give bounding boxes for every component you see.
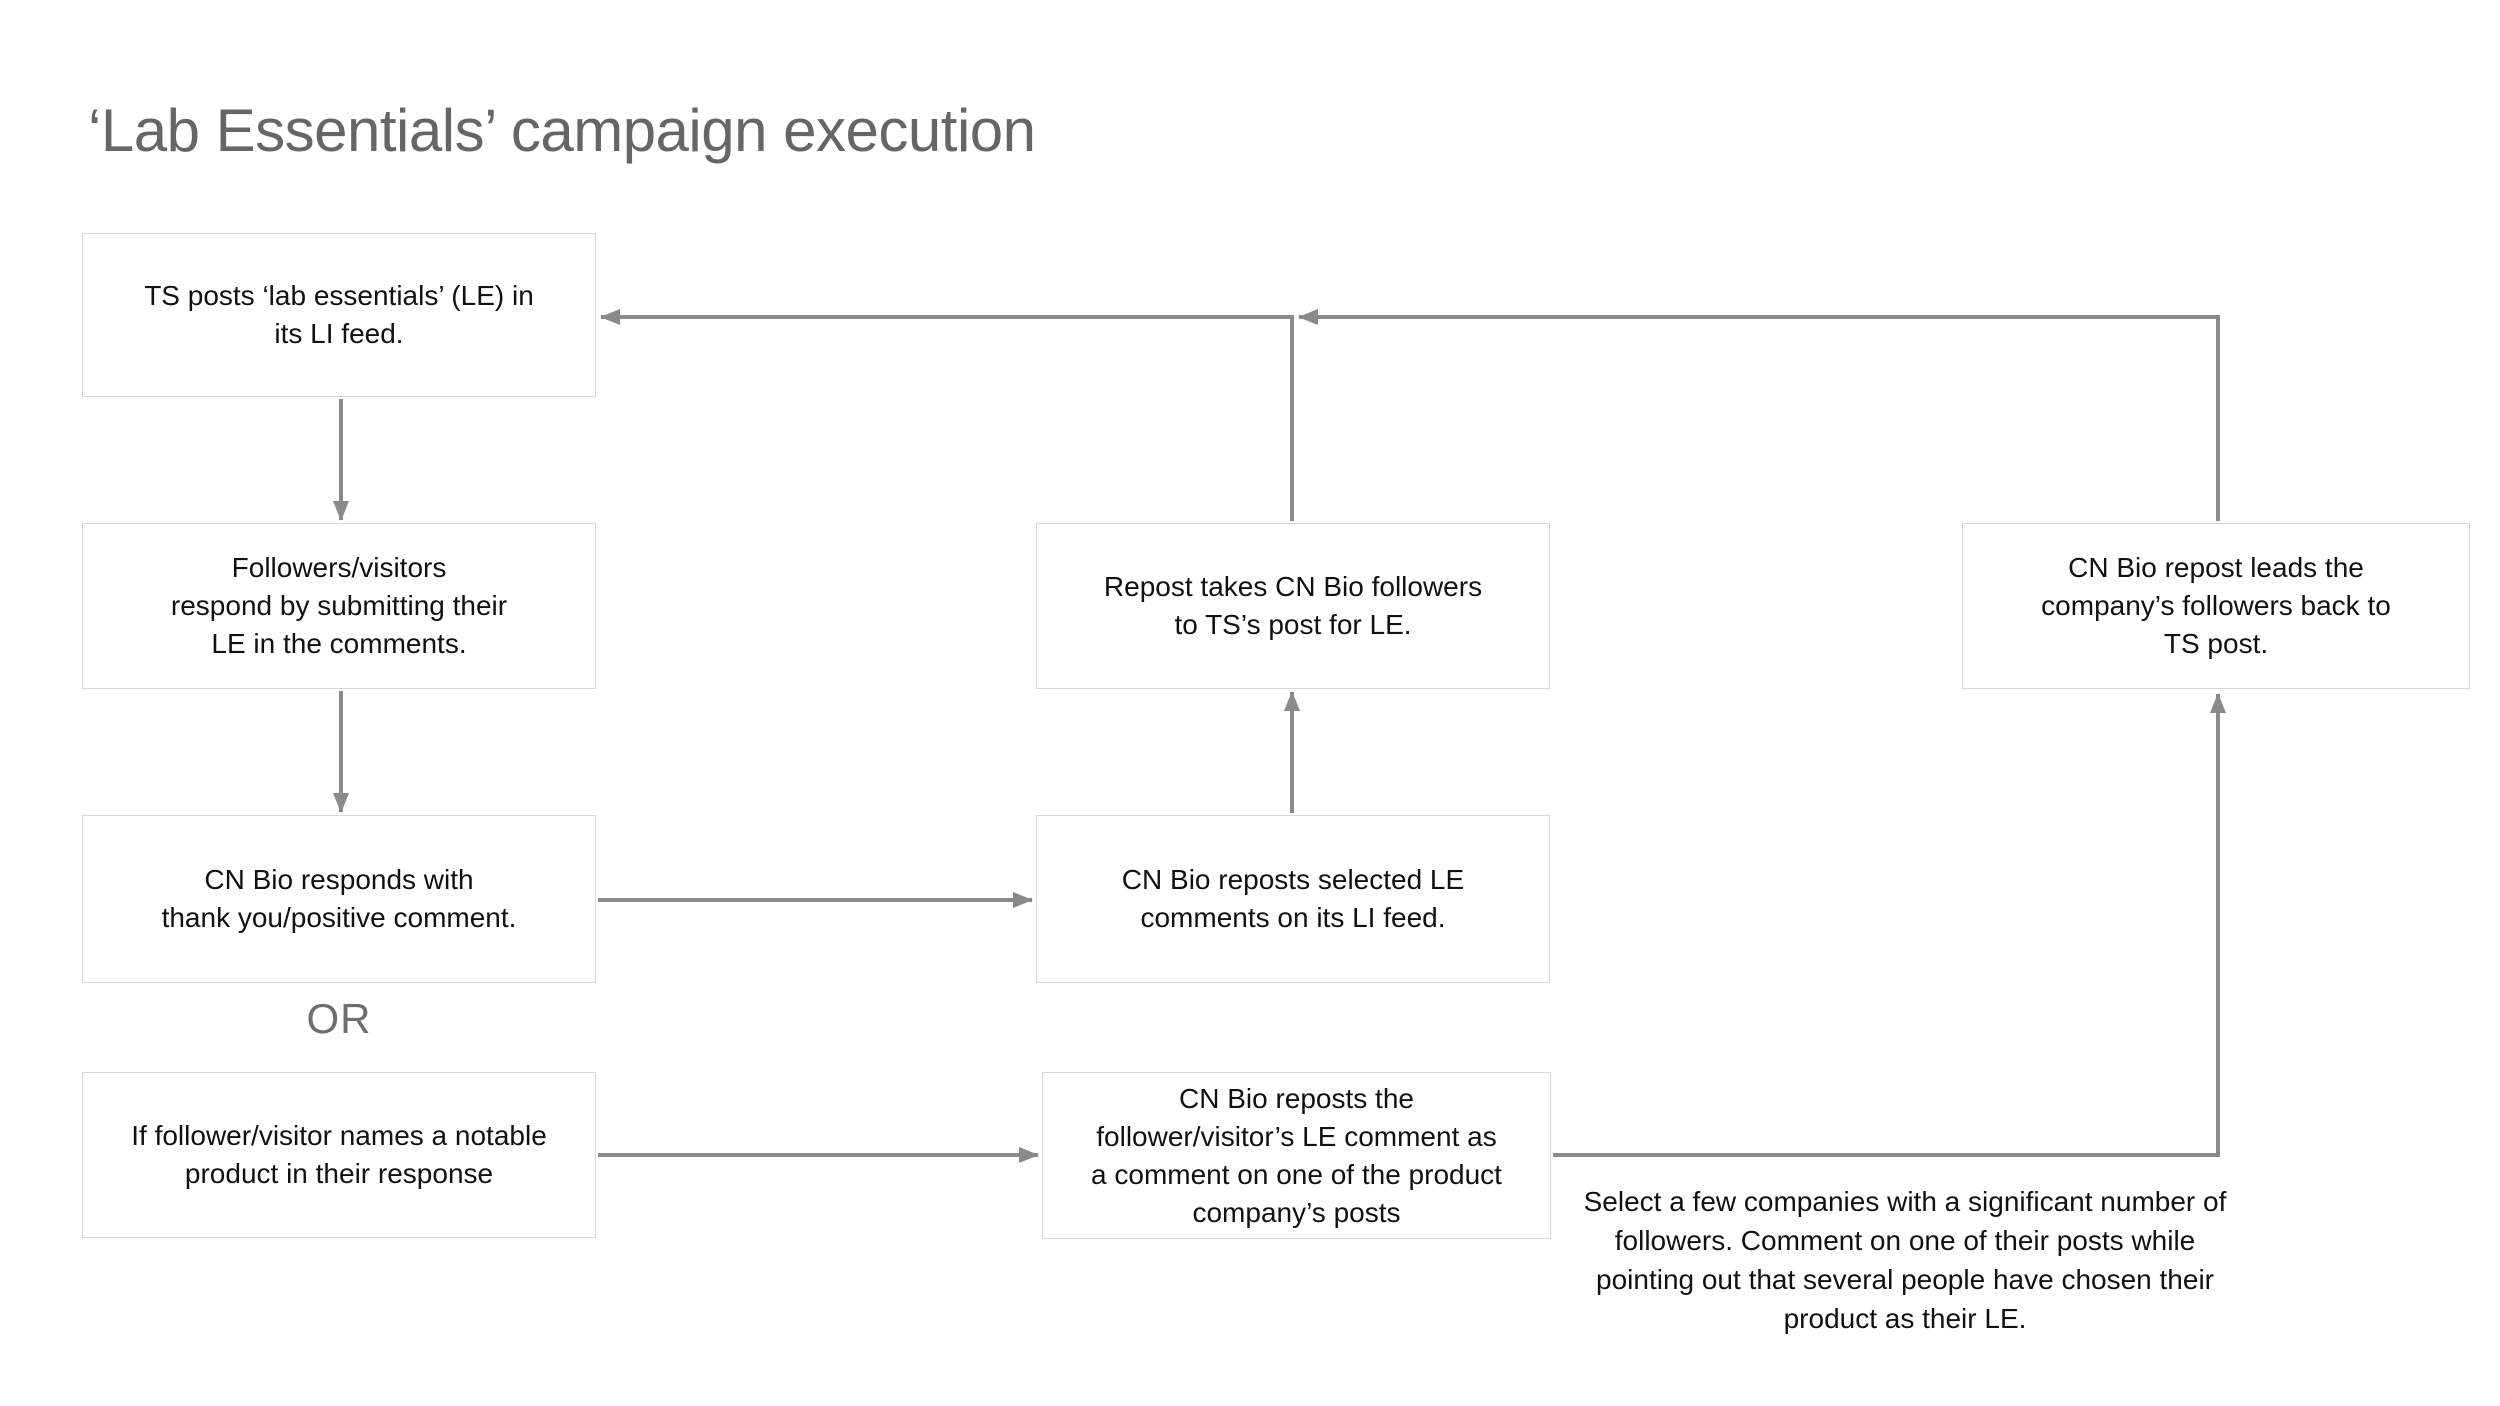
or-label: OR: [306, 995, 372, 1042]
flow-box-names-notable-product: If follower/visitor names a notable prod…: [82, 1072, 596, 1238]
flow-box-cnbio-responds: CN Bio responds with thank you/positive …: [82, 815, 596, 983]
flow-box-label: Repost takes CN Bio followers to TS’s po…: [1103, 571, 1483, 640]
flow-box-label: TS posts ‘lab essentials’ (LE) in its LI…: [144, 280, 534, 349]
flow-box-label: CN Bio reposts the follower/visitor’s LE…: [1091, 1082, 1502, 1228]
flow-box-ts-posts: TS posts ‘lab essentials’ (LE) in its LI…: [82, 233, 596, 397]
flow-box-label: CN Bio repost leads the company’s follow…: [2041, 552, 2391, 659]
page-title: ‘Lab Essentials’ campaign execution: [88, 97, 1036, 164]
flow-box-label: CN Bio reposts selected LE comments on i…: [1121, 864, 1465, 933]
arrow-leads-back-to-junction: [1298, 309, 2220, 521]
flow-box-reposts-selected-comments: CN Bio reposts selected LE comments on i…: [1036, 815, 1550, 983]
flow-box-label: CN Bio responds with thank you/positive …: [161, 864, 517, 933]
flow-box-reposts-le-comment: CN Bio reposts the follower/visitor’s LE…: [1042, 1072, 1551, 1239]
flow-box-repost-takes-followers: Repost takes CN Bio followers to TS’s po…: [1036, 523, 1550, 689]
flow-box-label: If follower/visitor names a notable prod…: [131, 1120, 547, 1189]
flow-box-repost-leads-back: CN Bio repost leads the company’s follow…: [1962, 523, 2470, 689]
arrow-repost-takes-to-ts: [600, 309, 1294, 521]
flow-box-followers-respond: Followers/visitors respond by submitting…: [82, 523, 596, 689]
arrow-reposts-comment-to-leads-back: [1553, 693, 2226, 1157]
flow-box-label: Followers/visitors respond by submitting…: [170, 552, 508, 659]
note-select-companies: Select a few companies with a significan…: [1583, 1186, 2227, 1334]
